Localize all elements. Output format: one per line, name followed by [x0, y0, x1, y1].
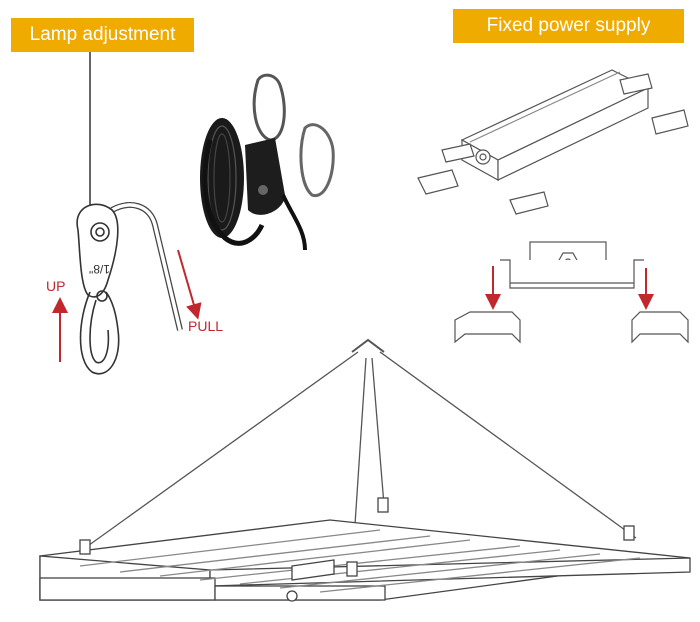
- fixed-power-supply-label: Fixed power supply: [453, 9, 684, 43]
- power-supply-drawing: [417, 69, 689, 215]
- pull-arrow: [177, 249, 202, 320]
- hook-size-mark: 1/8": [89, 262, 110, 276]
- rope-ratchet-photo: [200, 73, 335, 251]
- rope-ratchet-drawing: [76, 52, 183, 375]
- pull-label: PULL: [188, 318, 224, 334]
- lamp-fixture-drawing: [39, 497, 691, 602]
- hanging-cables: [84, 338, 637, 571]
- up-label: UP: [46, 278, 66, 294]
- lamp-adjustment-label: Lamp adjustment: [11, 18, 194, 52]
- power-supply-side-view: [454, 241, 689, 344]
